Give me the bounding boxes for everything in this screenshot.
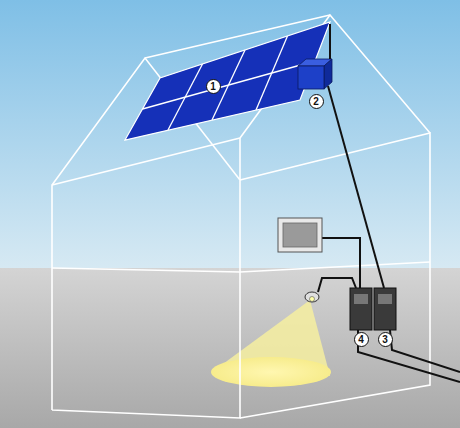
ground bbox=[0, 268, 460, 428]
junction-box bbox=[298, 59, 332, 89]
callout-number: 2 bbox=[309, 94, 324, 109]
meters bbox=[350, 288, 396, 330]
callout-number: 3 bbox=[378, 332, 393, 347]
callout-number: 1 bbox=[206, 79, 221, 94]
television bbox=[278, 218, 322, 252]
solar-panel bbox=[125, 22, 330, 140]
house-frame bbox=[52, 15, 430, 418]
sky bbox=[0, 0, 460, 268]
callout-number: 4 bbox=[354, 332, 369, 347]
light-pool bbox=[211, 357, 331, 387]
wiring bbox=[318, 24, 460, 382]
lamp bbox=[305, 292, 319, 302]
